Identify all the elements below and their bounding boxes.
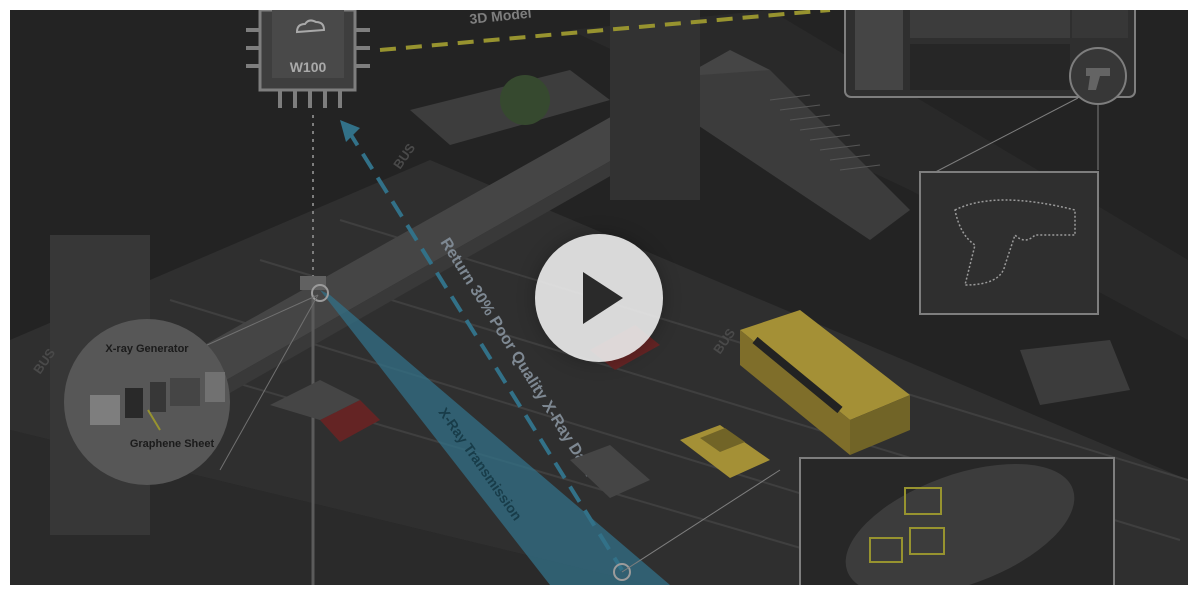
play-button[interactable] — [535, 234, 663, 362]
model-panel — [844, 10, 1136, 105]
stair-steps — [769, 94, 881, 171]
detection-box — [869, 537, 903, 563]
xray-generator-callout: X-ray Generator Graphene Sheet — [64, 319, 230, 485]
building-center — [610, 10, 700, 200]
grey-car — [570, 445, 650, 498]
callout-line — [919, 97, 1079, 181]
pistol-wireframe-icon — [954, 199, 1076, 286]
arrow-head-icon — [340, 120, 360, 142]
model-label: 3D Model — [469, 10, 533, 27]
xray-scan-panel — [799, 457, 1115, 585]
gun-wireframe-panel — [919, 171, 1099, 315]
play-icon — [583, 272, 623, 324]
taxi — [680, 425, 770, 478]
panel-preview — [910, 10, 1070, 38]
dashed-link-line — [379, 10, 831, 52]
gun-icon — [1086, 68, 1110, 90]
cloud-icon — [295, 19, 326, 34]
panel-thumbnails — [855, 10, 903, 90]
target-marker — [613, 563, 631, 581]
panel-scan — [910, 44, 1070, 90]
sensor-device — [300, 276, 326, 290]
video-player[interactable]: W100 3D Model Return 30% Poor Quality X-… — [10, 10, 1188, 585]
generator-part — [170, 378, 200, 406]
xray-beam — [320, 290, 670, 585]
callout-line — [219, 294, 319, 471]
generator-part — [125, 388, 143, 418]
callout-line — [621, 469, 781, 573]
video-poster-scene: W100 3D Model Return 30% Poor Quality X-… — [10, 10, 1188, 585]
return-data-arrow — [346, 128, 624, 572]
graphene-pointer — [147, 409, 161, 431]
panel-icons — [1072, 10, 1128, 38]
w100-chip: W100 — [246, 10, 370, 108]
generator-label: X-ray Generator — [105, 343, 189, 355]
yellow-bus — [740, 310, 910, 455]
red-truck — [270, 380, 380, 442]
bus-windows — [752, 336, 843, 414]
detection-box — [909, 527, 945, 555]
detection-box — [904, 487, 942, 515]
generator-part — [150, 382, 166, 412]
graphene-label: Graphene Sheet — [130, 438, 215, 450]
chip-label: W100 — [290, 59, 327, 75]
sensor-marker — [311, 284, 329, 302]
bus-stop — [1020, 340, 1130, 405]
generator-part — [205, 372, 225, 402]
tree — [500, 75, 550, 125]
generator-unit — [90, 395, 120, 425]
